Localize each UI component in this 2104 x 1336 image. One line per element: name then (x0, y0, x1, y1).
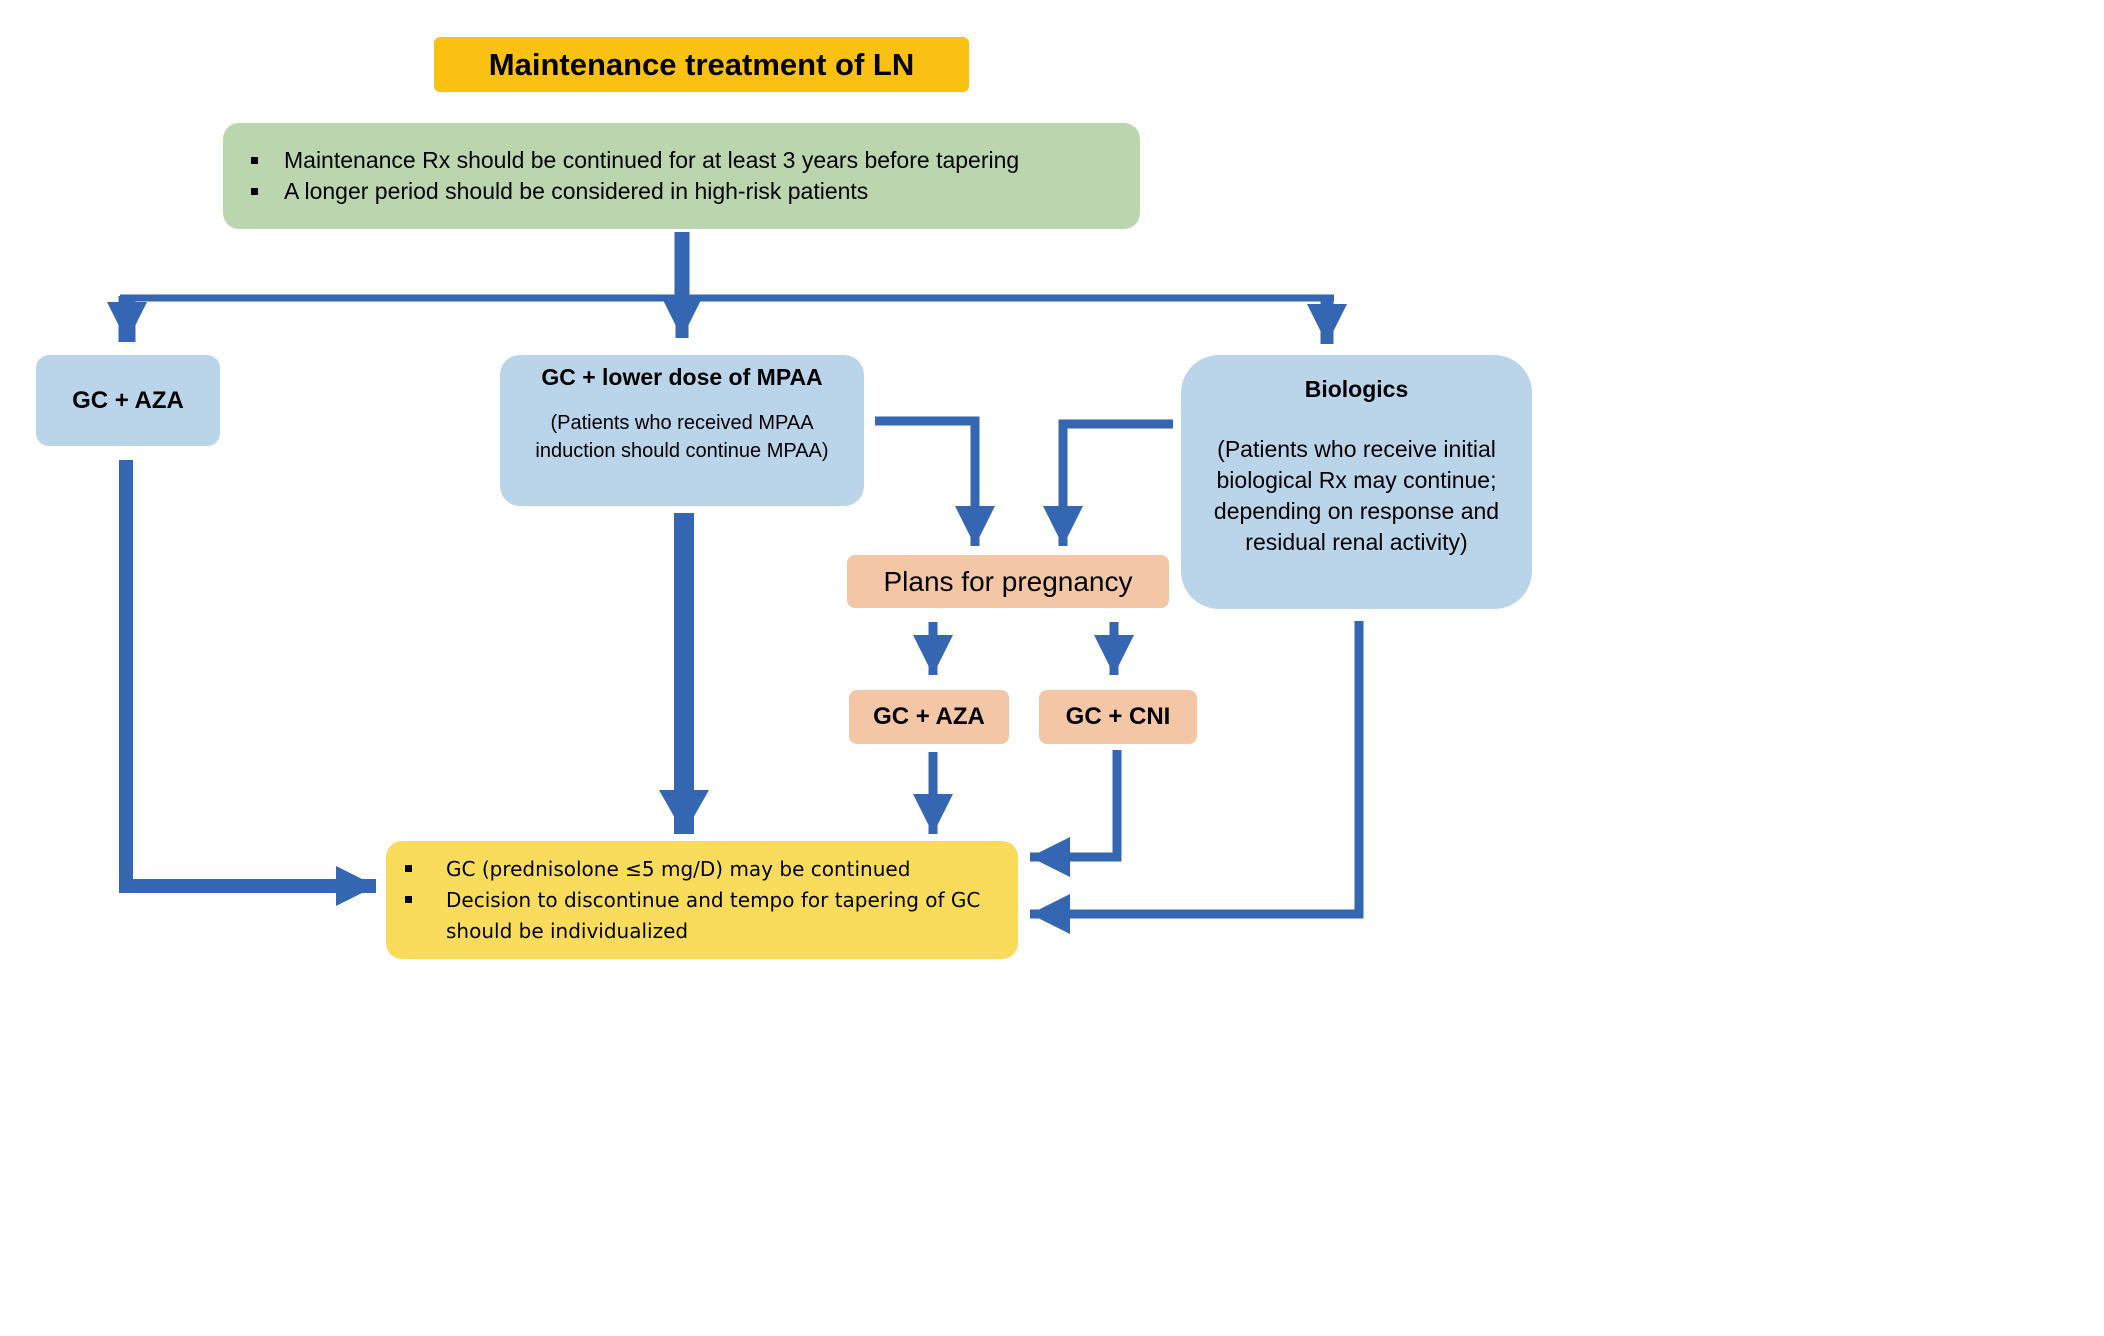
outcome-list: GC (prednisolone ≤5 mg/D) may be continu… (405, 854, 1018, 947)
bullet-square-icon (405, 865, 412, 872)
gc-aza-label: GC + AZA (72, 386, 184, 414)
biologics-note: (Patients who receive initial biological… (1213, 436, 1500, 555)
diagram-title-box: Maintenance treatment of LN (434, 37, 969, 92)
general-recommendations-list: Maintenance Rx should be continued for a… (251, 145, 1140, 207)
arrow-biologics-to-pregnancy (1043, 419, 1173, 546)
outcome-text: GC (prednisolone ≤5 mg/D) may be continu… (446, 857, 911, 881)
arrow-mpaa-to-pregnancy (875, 416, 995, 546)
list-item: Decision to discontinue and tempo for ta… (405, 885, 1018, 947)
pregnancy-gc-cni-label: GC + CNI (1065, 703, 1171, 730)
pregnancy-gc-aza-box: GC + AZA (849, 690, 1009, 744)
arrow-preg-cni-to-outcome (1030, 750, 1122, 877)
biologics-label: Biologics (1304, 376, 1409, 402)
pregnancy-gc-aza-label: GC + AZA (873, 703, 985, 730)
pregnancy-plans-label: Plans for pregnancy (883, 565, 1133, 597)
list-item: GC (prednisolone ≤5 mg/D) may be continu… (405, 854, 1018, 885)
arrow-biologics-to-outcome (1030, 621, 1364, 934)
gc-mpaa-note: (Patients who received MPAA induction sh… (535, 412, 829, 462)
arrow-aza-to-outcome (119, 460, 376, 906)
diagram-title: Maintenance treatment of LN (488, 46, 915, 82)
gc-mpaa-option-box: GC + lower dose of MPAA (Patients who re… (500, 355, 864, 506)
list-item: Maintenance Rx should be continued for a… (251, 145, 1140, 176)
pregnancy-plans-box: Plans for pregnancy (847, 555, 1169, 608)
gc-aza-option-box: GC + AZA (36, 355, 220, 446)
gc-mpaa-label: GC + lower dose of MPAA (541, 364, 823, 390)
bullet-square-icon (251, 156, 258, 164)
pregnancy-gc-cni-box: GC + CNI (1039, 690, 1197, 744)
gc-outcome-box: GC (prednisolone ≤5 mg/D) may be continu… (386, 841, 1018, 959)
bullet-square-icon (405, 896, 412, 903)
flowchart-canvas: Maintenance treatment of LN Maintenance … (36, 37, 1532, 959)
biologics-option-box: Biologics (Patients who receive initial … (1181, 355, 1532, 609)
general-recommendations-box: Maintenance Rx should be continued for a… (223, 123, 1140, 229)
connector-arrows (107, 232, 1364, 934)
outcome-text: Decision to discontinue and tempo for ta… (446, 888, 981, 943)
recommendation-text: Maintenance Rx should be continued for a… (284, 147, 1020, 173)
bullet-square-icon (251, 187, 258, 195)
recommendation-text: A longer period should be considered in … (284, 178, 869, 204)
list-item: A longer period should be considered in … (251, 176, 1140, 207)
